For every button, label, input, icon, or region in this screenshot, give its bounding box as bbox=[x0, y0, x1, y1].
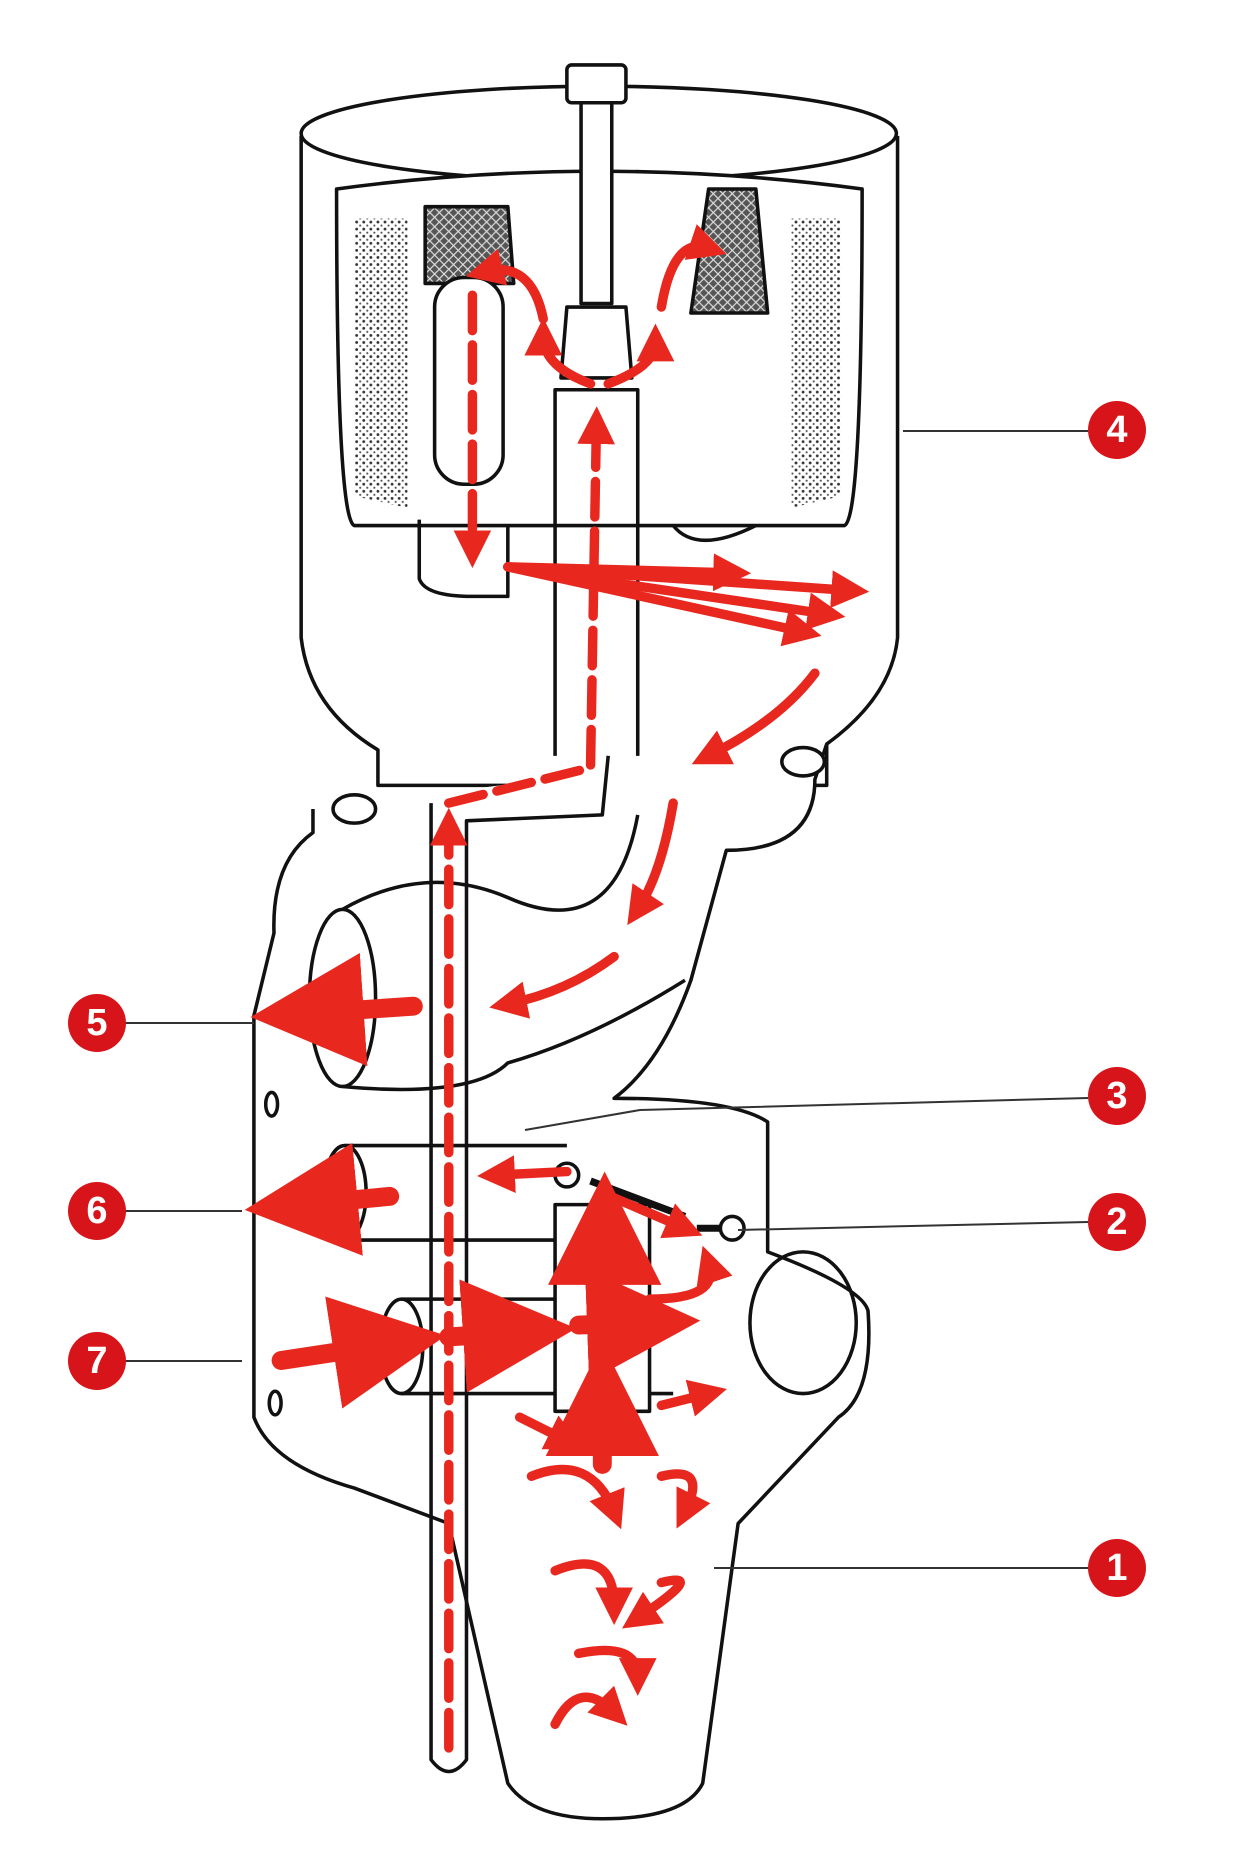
callout-2: 2 bbox=[1088, 1193, 1146, 1251]
oil-flow-arrows bbox=[244, 224, 870, 1753]
callout-3: 3 bbox=[1088, 1067, 1146, 1125]
callout-1: 1 bbox=[1088, 1539, 1146, 1597]
center-spindle bbox=[553, 63, 640, 756]
callout-4: 4 bbox=[1088, 401, 1146, 459]
callout-7: 7 bbox=[68, 1332, 126, 1390]
callout-5: 5 bbox=[68, 994, 126, 1052]
leader-lines bbox=[124, 430, 1089, 1569]
pump-body bbox=[252, 743, 871, 1821]
callout-6: 6 bbox=[68, 1182, 126, 1240]
